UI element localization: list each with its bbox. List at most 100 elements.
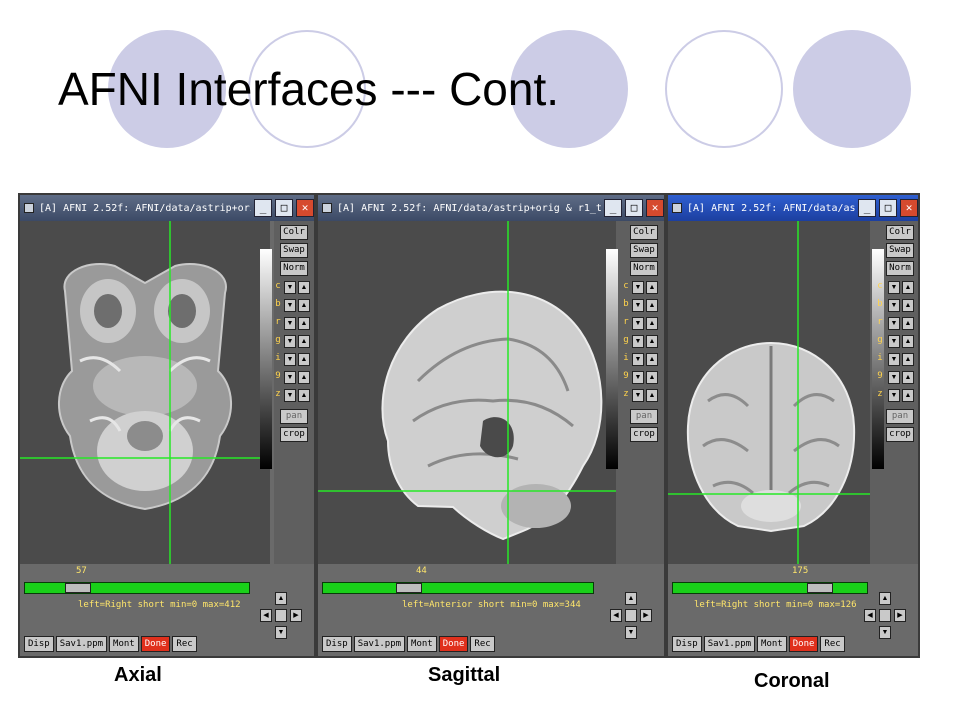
arrow-up-icon[interactable]: ▲ xyxy=(298,353,310,366)
swap-button[interactable]: Swap xyxy=(280,243,308,258)
slider-thumb[interactable] xyxy=(807,583,833,593)
image-viewport[interactable] xyxy=(20,221,270,568)
arrow-down-icon[interactable]: ▼ xyxy=(284,353,296,366)
arrow-down-icon[interactable]: ▼ xyxy=(888,281,900,294)
done-button[interactable]: Done xyxy=(438,636,469,652)
pan-button[interactable]: pan xyxy=(280,409,308,424)
minimize-button[interactable]: _ xyxy=(254,199,272,217)
arrow-down-icon[interactable]: ▼ xyxy=(632,389,644,402)
grayscale-bar[interactable] xyxy=(872,249,884,469)
arrow-up-icon[interactable]: ▲ xyxy=(646,371,658,384)
arrow-up-icon[interactable]: ▲ xyxy=(298,389,310,402)
arrow-up-icon[interactable]: ▲ xyxy=(646,353,658,366)
close-button[interactable]: ✕ xyxy=(646,199,664,217)
save-button[interactable]: Sav1.ppm xyxy=(55,636,108,652)
window-menu-icon[interactable] xyxy=(24,203,34,213)
arrow-up-icon[interactable]: ▲ xyxy=(646,335,658,348)
arrow-down-icon[interactable]: ▼ xyxy=(632,299,644,312)
image-viewport[interactable] xyxy=(318,221,620,568)
window-menu-icon[interactable] xyxy=(322,203,332,213)
disp-button[interactable]: Disp xyxy=(322,636,352,652)
swap-button[interactable]: Swap xyxy=(630,243,658,258)
mont-button[interactable]: Mont xyxy=(109,636,139,652)
arrow-up-icon[interactable]: ▲ xyxy=(902,317,914,330)
done-button[interactable]: Done xyxy=(788,636,819,652)
rec-button[interactable]: Rec xyxy=(820,636,845,652)
arrow-up-icon[interactable]: ▲ xyxy=(298,371,310,384)
arrow-down-icon[interactable]: ▼ xyxy=(888,335,900,348)
save-button[interactable]: Sav1.ppm xyxy=(703,636,756,652)
arrow-down-icon[interactable]: ▼ xyxy=(888,317,900,330)
arrow-left-icon[interactable]: ◀ xyxy=(260,609,272,622)
arrow-down-icon[interactable]: ▼ xyxy=(632,353,644,366)
disp-button[interactable]: Disp xyxy=(24,636,54,652)
center-button[interactable] xyxy=(879,609,891,622)
arrow-up-icon[interactable]: ▲ xyxy=(298,317,310,330)
afni-window-coronal[interactable]: [A] AFNI 2.52f: AFNI/data/astri... _ □ ✕… xyxy=(666,193,920,658)
arrow-up-icon[interactable]: ▲ xyxy=(298,299,310,312)
mont-button[interactable]: Mont xyxy=(407,636,437,652)
slice-slider[interactable] xyxy=(672,582,868,594)
afni-window-sagittal[interactable]: [A] AFNI 2.52f: AFNI/data/astrip+orig & … xyxy=(316,193,666,658)
arrow-down-icon[interactable]: ▼ xyxy=(284,389,296,402)
crop-button[interactable]: crop xyxy=(630,427,658,442)
save-button[interactable]: Sav1.ppm xyxy=(353,636,406,652)
arrow-down-icon[interactable]: ▼ xyxy=(625,626,637,639)
arrow-up-icon[interactable]: ▲ xyxy=(902,389,914,402)
window-titlebar[interactable]: [A] AFNI 2.52f: AFNI/data/astri... _ □ ✕ xyxy=(668,195,918,221)
arrow-up-icon[interactable]: ▲ xyxy=(646,299,658,312)
arrow-down-icon[interactable]: ▼ xyxy=(879,626,891,639)
arrow-right-icon[interactable]: ▶ xyxy=(290,609,302,622)
slider-thumb[interactable] xyxy=(396,583,422,593)
arrow-down-icon[interactable]: ▼ xyxy=(632,371,644,384)
pan-button[interactable]: pan xyxy=(630,409,658,424)
arrow-down-icon[interactable]: ▼ xyxy=(888,299,900,312)
grayscale-bar[interactable] xyxy=(606,249,618,469)
arrow-up-icon[interactable]: ▲ xyxy=(646,281,658,294)
arrow-up-icon[interactable]: ▲ xyxy=(298,335,310,348)
maximize-button[interactable]: □ xyxy=(625,199,643,217)
window-titlebar[interactable]: [A] AFNI 2.52f: AFNI/data/astrip+orig ..… xyxy=(20,195,314,221)
norm-button[interactable]: Norm xyxy=(280,261,308,276)
colr-button[interactable]: Colr xyxy=(630,225,658,240)
window-titlebar[interactable]: [A] AFNI 2.52f: AFNI/data/astrip+orig & … xyxy=(318,195,664,221)
maximize-button[interactable]: □ xyxy=(275,199,293,217)
arrow-up-icon[interactable]: ▲ xyxy=(902,335,914,348)
done-button[interactable]: Done xyxy=(140,636,171,652)
colr-button[interactable]: Colr xyxy=(280,225,308,240)
arrow-down-icon[interactable]: ▼ xyxy=(284,335,296,348)
arrow-left-icon[interactable]: ◀ xyxy=(864,609,876,622)
arrow-down-icon[interactable]: ▼ xyxy=(284,371,296,384)
slider-thumb[interactable] xyxy=(65,583,91,593)
arrow-up-icon[interactable]: ▲ xyxy=(902,371,914,384)
minimize-button[interactable]: _ xyxy=(858,199,876,217)
arrow-down-icon[interactable]: ▼ xyxy=(632,281,644,294)
arrow-up-icon[interactable]: ▲ xyxy=(902,353,914,366)
grayscale-bar[interactable] xyxy=(260,249,272,469)
pan-button[interactable]: pan xyxy=(886,409,914,424)
arrow-up-icon[interactable]: ▲ xyxy=(902,299,914,312)
norm-button[interactable]: Norm xyxy=(886,261,914,276)
norm-button[interactable]: Norm xyxy=(630,261,658,276)
crop-button[interactable]: crop xyxy=(886,427,914,442)
arrow-up-icon[interactable]: ▲ xyxy=(646,317,658,330)
crop-button[interactable]: crop xyxy=(280,427,308,442)
slice-slider[interactable] xyxy=(24,582,250,594)
arrow-up-icon[interactable]: ▲ xyxy=(879,592,891,605)
afni-window-axial[interactable]: [A] AFNI 2.52f: AFNI/data/astrip+orig ..… xyxy=(18,193,316,658)
arrow-down-icon[interactable]: ▼ xyxy=(888,371,900,384)
swap-button[interactable]: Swap xyxy=(886,243,914,258)
image-viewport[interactable] xyxy=(668,221,874,568)
arrow-left-icon[interactable]: ◀ xyxy=(610,609,622,622)
close-button[interactable]: ✕ xyxy=(296,199,314,217)
arrow-right-icon[interactable]: ▶ xyxy=(640,609,652,622)
slice-slider[interactable] xyxy=(322,582,594,594)
arrow-up-icon[interactable]: ▲ xyxy=(625,592,637,605)
arrow-down-icon[interactable]: ▼ xyxy=(275,626,287,639)
minimize-button[interactable]: _ xyxy=(604,199,622,217)
rec-button[interactable]: Rec xyxy=(470,636,495,652)
arrow-up-icon[interactable]: ▲ xyxy=(275,592,287,605)
arrow-down-icon[interactable]: ▼ xyxy=(632,335,644,348)
arrow-up-icon[interactable]: ▲ xyxy=(298,281,310,294)
maximize-button[interactable]: □ xyxy=(879,199,897,217)
